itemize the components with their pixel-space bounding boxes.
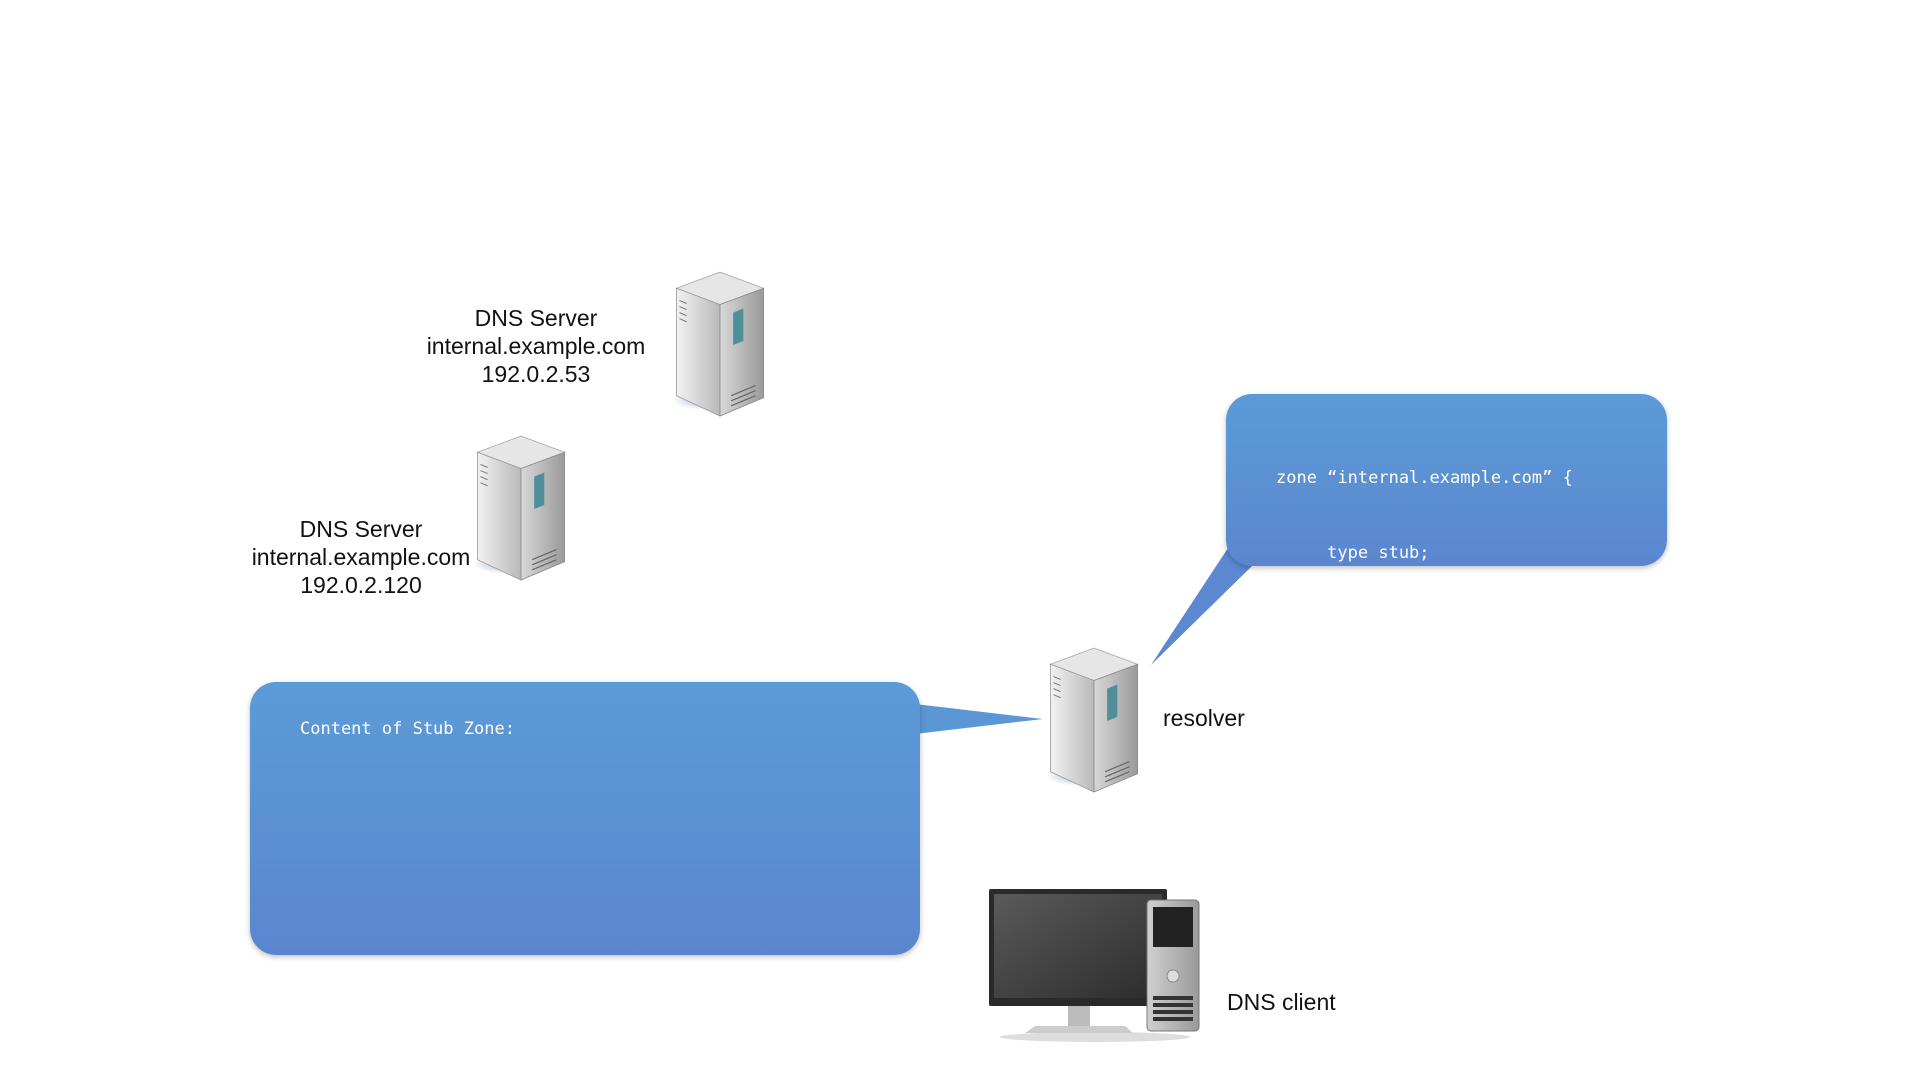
code-line: type stub; xyxy=(1276,543,1430,563)
stub-zone-bubble: Content of Stub Zone: xyxy=(250,682,920,955)
desktop-computer-icon xyxy=(989,889,1200,1042)
dns-server-1-label: DNS Server internal.example.com 192.0.2.… xyxy=(406,304,666,388)
dns-server-2-label: DNS Server internal.example.com 192.0.2.… xyxy=(231,515,491,599)
server-ip: 192.0.2.120 xyxy=(300,572,422,598)
server-title: DNS Server xyxy=(474,305,598,331)
stub-zone-bubble-tail xyxy=(915,704,1043,734)
code-line: masters { 192.0.2.53; xyxy=(1276,618,1543,638)
code-line: 192.0.2.120; }; xyxy=(1276,693,1584,713)
server-icon xyxy=(674,266,766,418)
config-bubble: zone “internal.example.com” { type stub;… xyxy=(1226,394,1667,788)
zone-config-code: zone “internal.example.com” { type stub;… xyxy=(1276,416,1583,841)
code-line: zone “internal.example.com” { xyxy=(1276,468,1573,488)
dns-client-label: DNS client xyxy=(1227,989,1336,1015)
server-title: DNS Server xyxy=(299,516,423,542)
server-domain: internal.example.com xyxy=(426,333,646,359)
stub-zone-title: Content of Stub Zone: xyxy=(300,719,515,739)
server-domain: internal.example.com xyxy=(251,544,471,570)
resolver-label: resolver xyxy=(1163,705,1245,731)
server-ip: 192.0.2.53 xyxy=(481,361,591,387)
config-bubble-tail xyxy=(1151,548,1252,665)
server-icon xyxy=(1048,642,1140,794)
code-line: }; xyxy=(1276,768,1297,788)
